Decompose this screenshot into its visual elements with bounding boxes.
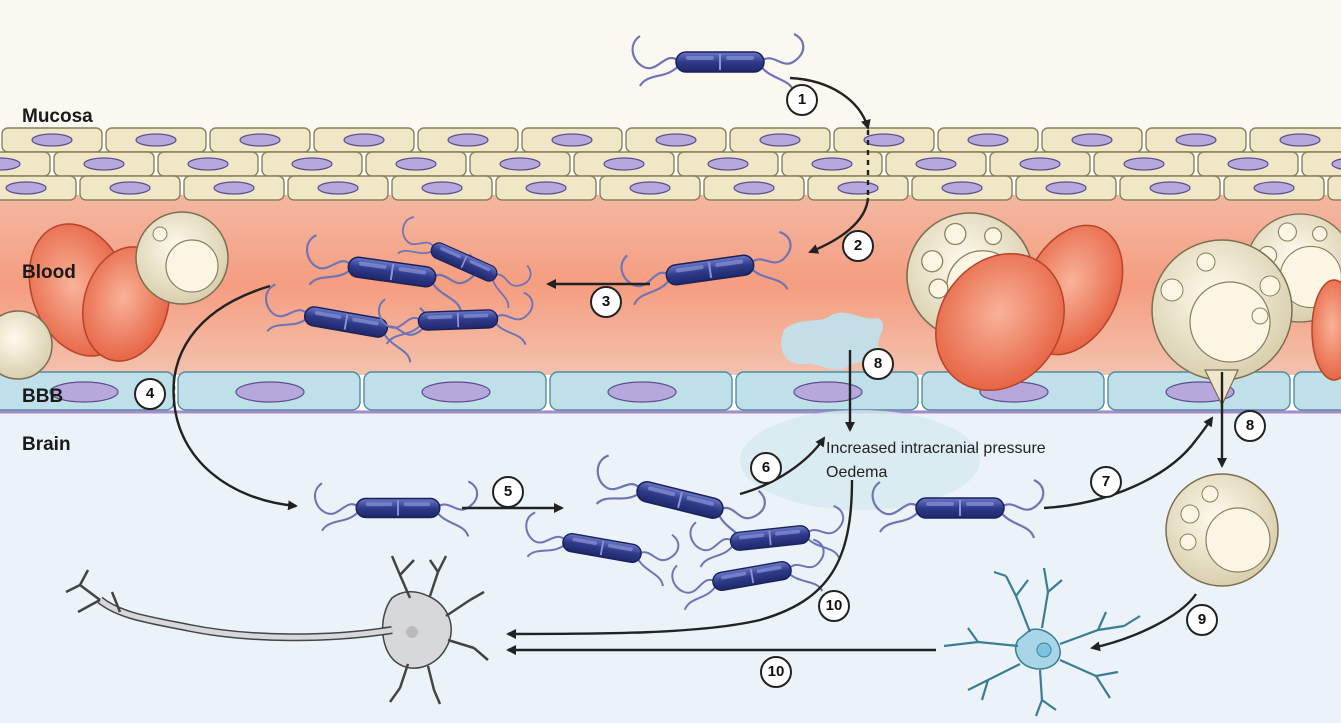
step-marker-10-upper: 10	[818, 590, 850, 622]
epithelial-cell	[1302, 152, 1341, 176]
step-marker-3: 3	[590, 286, 622, 318]
epithelial-cell	[288, 176, 388, 200]
label-mucosa: Mucosa	[22, 106, 93, 128]
endothelial-cell	[736, 372, 918, 410]
step-marker-1: 1	[786, 84, 818, 116]
endothelial-cell	[1108, 372, 1290, 410]
epithelial-cell	[0, 152, 50, 176]
step-marker-10-lower: 10	[760, 656, 792, 688]
epithelial-cell	[0, 176, 76, 200]
epithelial-cell	[80, 176, 180, 200]
leukocyte-icon	[136, 212, 228, 304]
label-blood: Blood	[22, 262, 76, 284]
epithelial-cell	[600, 176, 700, 200]
epithelial-cell	[418, 128, 518, 152]
epithelial-cell	[470, 152, 570, 176]
epithelial-cell	[938, 128, 1038, 152]
epithelial-cell	[808, 176, 908, 200]
mucosa-epithelium	[0, 128, 1341, 200]
step-marker-4: 4	[134, 378, 166, 410]
epithelial-cell	[106, 128, 206, 152]
epithelial-cell	[522, 128, 622, 152]
label-bbb: BBB	[22, 386, 63, 408]
epithelial-cell	[262, 152, 362, 176]
epithelial-cell	[392, 176, 492, 200]
epithelial-cell	[1042, 128, 1142, 152]
step-marker-6: 6	[750, 452, 782, 484]
epithelial-cell	[2, 128, 102, 152]
epithelial-cell	[730, 128, 830, 152]
step-marker-8-right: 8	[1234, 410, 1266, 442]
step-marker-5: 5	[492, 476, 524, 508]
epithelial-cell	[158, 152, 258, 176]
endothelial-cell	[550, 372, 732, 410]
epithelial-cell	[1094, 152, 1194, 176]
label-oedema: Oedema	[826, 464, 887, 482]
epithelial-cell	[184, 176, 284, 200]
label-increased-intracranial-pressure: Increased intracranial pressure	[826, 440, 1046, 458]
epithelial-cell	[1328, 176, 1341, 200]
step-marker-8-left: 8	[862, 348, 894, 380]
epithelial-cell	[574, 152, 674, 176]
epithelial-cell	[54, 152, 154, 176]
epithelial-cell	[366, 152, 466, 176]
epithelial-cell	[1198, 152, 1298, 176]
epithelial-cell	[1146, 128, 1246, 152]
endothelial-cell	[178, 372, 360, 410]
epithelial-cell	[990, 152, 1090, 176]
epithelial-cell	[886, 152, 986, 176]
leukocyte-icon	[1166, 474, 1278, 586]
epithelial-cell	[314, 128, 414, 152]
epithelial-cell	[912, 176, 1012, 200]
step-marker-9: 9	[1186, 604, 1218, 636]
epithelial-cell	[210, 128, 310, 152]
step-marker-7: 7	[1090, 466, 1122, 498]
epithelial-cell	[1250, 128, 1341, 152]
epithelial-cell	[1120, 176, 1220, 200]
epithelial-cell	[626, 128, 726, 152]
epithelial-cell	[496, 176, 596, 200]
lumen-background	[0, 0, 1341, 130]
brain-tissue	[0, 410, 1341, 723]
step-marker-2: 2	[842, 230, 874, 262]
epithelial-cell	[704, 176, 804, 200]
epithelial-cell	[1224, 176, 1324, 200]
epithelial-cell	[834, 128, 934, 152]
label-brain: Brain	[22, 434, 71, 456]
epithelial-cell	[678, 152, 778, 176]
endothelial-cell	[364, 372, 546, 410]
epithelial-cell	[1016, 176, 1116, 200]
blood-brain-barrier	[0, 372, 1341, 410]
